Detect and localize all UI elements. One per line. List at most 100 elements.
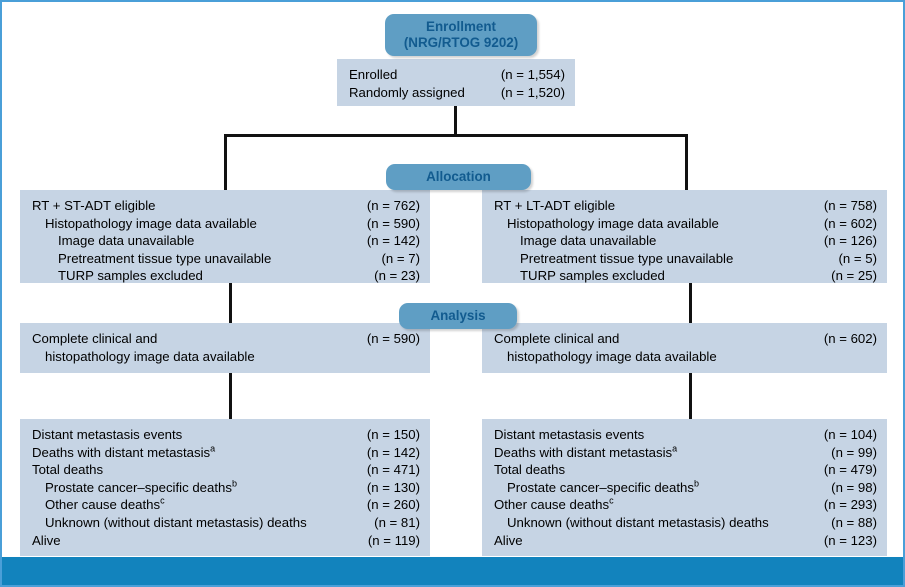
flow-row-footnote-marker: b	[231, 478, 237, 489]
flow-row-label: Pretreatment tissue type unavailable	[58, 250, 272, 266]
flow-row: Alive (n = 123)	[494, 532, 877, 550]
flow-row: RT + LT-ADT eligible(n = 758)	[494, 197, 877, 215]
flow-row-label: Complete clinical and	[494, 331, 620, 346]
flow-row: Histopathology image data available (n = …	[494, 215, 877, 233]
flow-row-label: Histopathology image data available	[507, 215, 719, 231]
box-analysis-left: Complete clinical and (n = 590) histopatho…	[20, 323, 430, 373]
box-outcomes-left: Distant metastasis events (n = 150) Deaths…	[20, 419, 430, 556]
flow-row-count: (n = 119)	[367, 532, 420, 548]
flow-row-label: Image data unavailable	[58, 233, 195, 249]
connector-split-right	[685, 134, 688, 192]
flow-row-count: (n = 7)	[381, 250, 420, 266]
flow-row-footnote-marker: a	[210, 443, 216, 454]
flow-row-label: Pretreatment tissue type unavailable	[520, 250, 734, 266]
flow-row: Total deaths (n = 479)	[494, 461, 877, 479]
box-allocation-right: RT + LT-ADT eligible(n = 758)Histopathol…	[482, 190, 887, 283]
flow-row-label: histopathology image data available	[45, 348, 255, 364]
flow-row: histopathology image data available	[494, 348, 877, 366]
flow-row-count: (n = 602)	[823, 215, 877, 231]
flow-row-label: Total deaths	[494, 462, 566, 478]
flow-row: Complete clinical and(n = 602)	[494, 330, 877, 348]
connector-allocation-analysis-left	[229, 283, 232, 323]
connector-analysis-outcomes-right	[689, 373, 692, 419]
flow-row-label: histopathology image data available	[507, 348, 717, 364]
flow-row-count: (n = 293)	[823, 497, 877, 513]
flow-row-count: (n = 150)	[366, 427, 420, 442]
flow-row: Deaths with distant metastasisa(n = 142)	[32, 444, 420, 462]
flow-row-label: Other cause deathsc	[494, 495, 614, 513]
flow-row-count: (n = 590)	[366, 215, 420, 231]
connector-analysis-outcomes-left	[229, 373, 232, 419]
flow-row-count: (n = 479)	[823, 462, 877, 478]
flow-row-count: (n = 81)	[374, 514, 420, 530]
flow-row-count: (n = 99)	[831, 444, 877, 460]
flow-row: Image data unavailable (n = 126)	[494, 232, 877, 250]
flow-row-label: Deaths with distant metastasisa	[494, 443, 678, 460]
flow-row-label: Image data unavailable	[520, 233, 657, 249]
flow-row-count: (n = 88)	[831, 514, 877, 530]
flow-row: Deaths with distant metastasisa (n = 99)	[494, 444, 877, 462]
footer-accent-bar	[2, 557, 903, 585]
flow-row-label: Histopathology image data available	[45, 215, 257, 231]
flow-row: histopathology image data available	[32, 348, 420, 366]
flow-row: Distant metastasis events (n = 150)	[32, 426, 420, 444]
flow-row-count: (n = 762)	[366, 198, 420, 213]
flow-row-label: RT + ST-ADT eligible	[32, 198, 156, 213]
flow-row: Other cause deathsc (n = 293)	[494, 496, 877, 514]
connector-allocation-analysis-right	[689, 283, 692, 323]
pill-allocation: Allocation	[386, 164, 531, 190]
flow-row-count: (n = 98)	[831, 479, 877, 495]
flow-row-count: (n = 758)	[823, 198, 877, 213]
box-allocation-left: RT + ST-ADT eligible (n = 762) Histopathol…	[20, 190, 430, 283]
flow-row: Unknown (without distant metastasis) dea…	[32, 514, 420, 532]
connector-enrollment-stem	[454, 106, 457, 136]
flow-row-label: Complete clinical and	[32, 331, 158, 346]
flow-row-count: (n = 471)	[366, 462, 420, 478]
flow-row-count: (n = 142)	[366, 233, 420, 249]
flow-row: Prostate cancer–specific deathsb(n = 98)	[494, 479, 877, 497]
flow-row-label: Distant metastasis events	[32, 427, 183, 442]
flow-row-count: (n = 104)	[823, 427, 877, 442]
box-enrollment: Enrolled(n = 1,554)Randomly assigned(n =…	[337, 59, 575, 106]
flow-row-label: Distant metastasis events	[494, 427, 645, 442]
flow-row-count: (n = 126)	[823, 233, 877, 249]
flow-row: Other cause deathsc (n = 260)	[32, 496, 420, 514]
flow-row-label: Total deaths	[32, 462, 104, 478]
flow-row: Unknown (without distant metastasis) dea…	[494, 514, 877, 532]
flow-row: Complete clinical and (n = 590)	[32, 330, 420, 348]
flow-row: Pretreatment tissue type unavailable (n =…	[494, 250, 877, 268]
box-analysis-right: Complete clinical and(n = 602)histopatho…	[482, 323, 887, 373]
pill-enrollment-line2: (NRG/RTOG 9202)	[403, 35, 519, 50]
pill-analysis-label: Analysis	[430, 308, 486, 323]
flow-row-count: (n = 260)	[366, 497, 420, 513]
flow-row: Histopathology image data available (n = …	[32, 215, 420, 233]
flow-row: Enrolled(n = 1,554)	[349, 66, 565, 84]
flow-row-label: Deaths with distant metastasisa	[32, 443, 216, 460]
flow-row-footnote-marker: a	[672, 443, 678, 454]
flow-row-count: (n = 123)	[823, 532, 877, 548]
flow-row-label: Alive	[494, 532, 523, 548]
flow-row-count: (n = 23)	[374, 268, 420, 284]
flow-row-count: (n = 1,520)	[500, 84, 565, 100]
pill-enrollment-line1: Enrollment	[426, 19, 496, 34]
connector-split-bar	[224, 134, 688, 137]
flow-row-label: Unknown (without distant metastasis) dea…	[507, 514, 769, 530]
flow-row-label: Prostate cancer–specific deathsb	[45, 478, 237, 495]
flow-row: Pretreatment tissue type unavailable (n =…	[32, 250, 420, 268]
flow-row-footnote-marker: c	[609, 495, 614, 506]
flow-row-count: (n = 5)	[838, 250, 877, 266]
pill-analysis: Analysis	[399, 303, 517, 329]
flow-row-count: (n = 1,554)	[500, 67, 565, 82]
flow-row-label: TURP samples excluded	[520, 268, 665, 284]
flow-row-count: (n = 590)	[366, 331, 420, 346]
flow-row-count: (n = 130)	[366, 479, 420, 495]
flow-row-footnote-marker: c	[160, 495, 165, 506]
flow-row: Alive(n = 119)	[32, 532, 420, 550]
flow-row-label: Other cause deathsc	[45, 495, 165, 513]
flow-row-label: TURP samples excluded	[58, 268, 203, 284]
flow-row: Randomly assigned(n = 1,520)	[349, 84, 565, 102]
flow-row: Distant metastasis events (n = 104)	[494, 426, 877, 444]
flow-row: RT + ST-ADT eligible (n = 762)	[32, 197, 420, 215]
connector-split-left	[224, 134, 227, 192]
